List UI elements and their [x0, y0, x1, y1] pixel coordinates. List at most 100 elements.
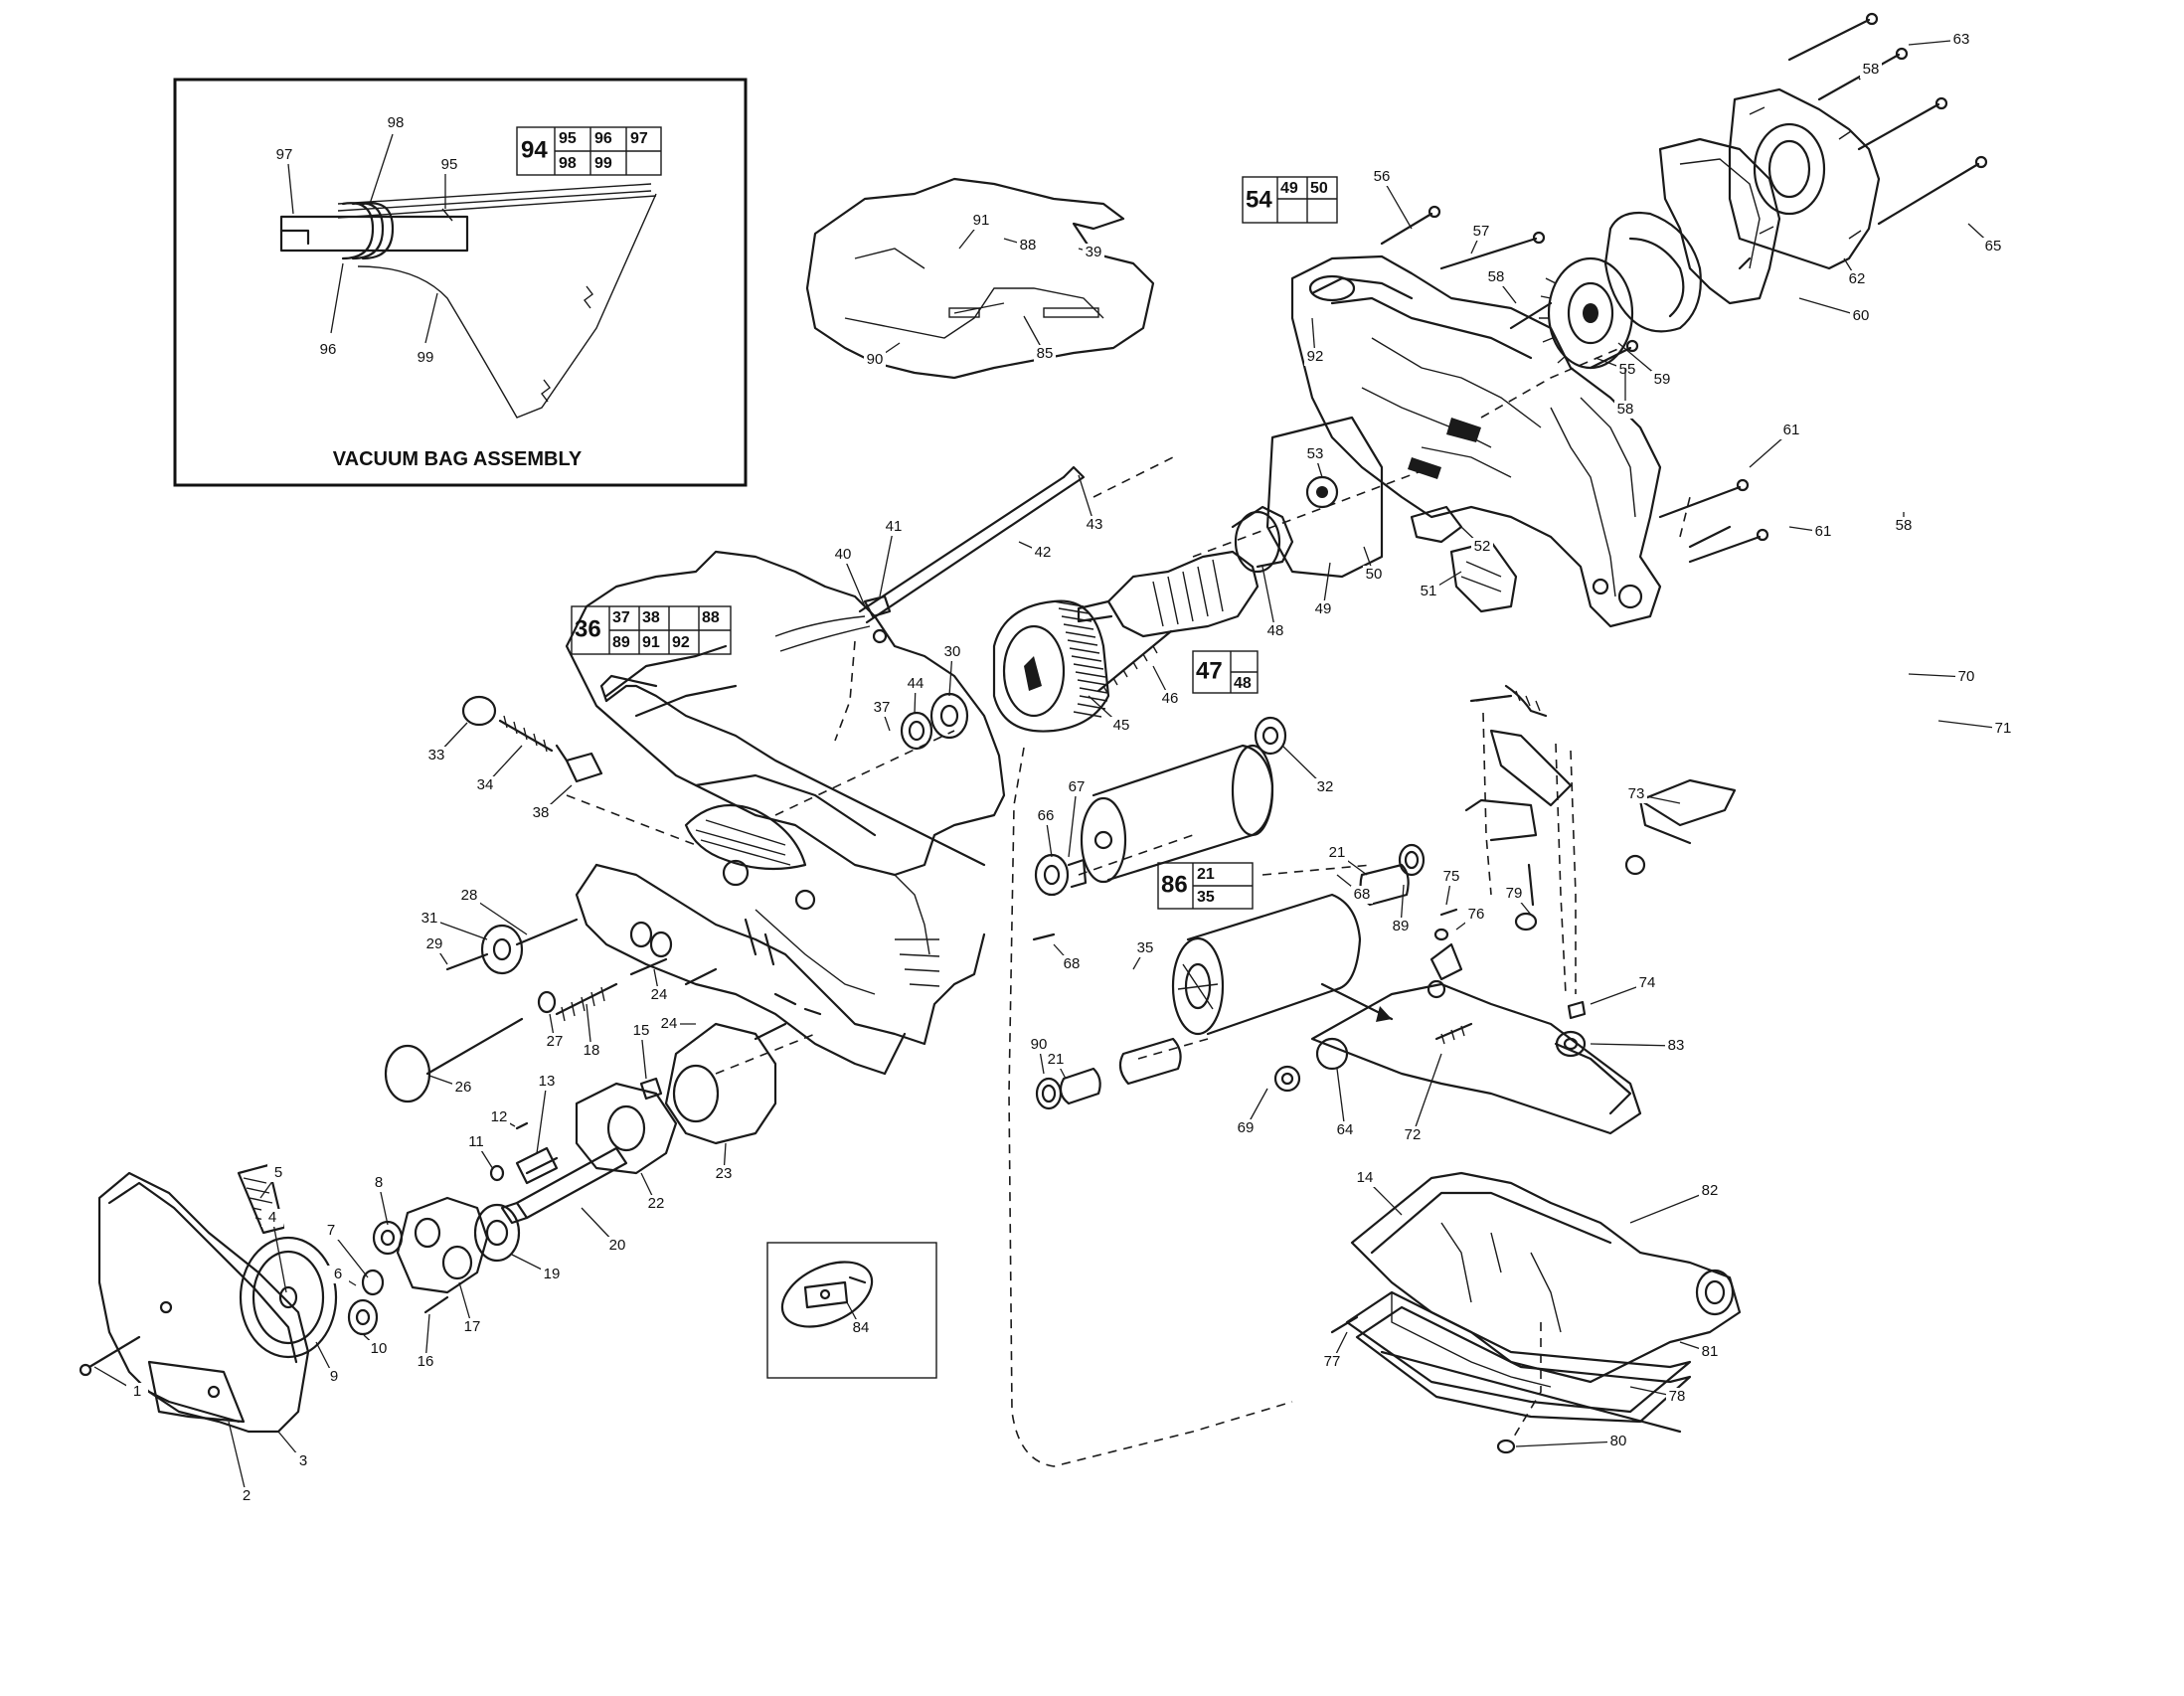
part-label: 21: [1329, 844, 1346, 861]
label-background: [536, 1073, 558, 1091]
label-background: [850, 1319, 872, 1337]
main-housing: [565, 550, 1006, 1076]
part-label: 66: [1038, 807, 1055, 824]
label-background: [541, 1266, 563, 1283]
handle-half-detail: [805, 177, 1155, 380]
label-background: [1651, 371, 1673, 389]
leader-line: [879, 526, 895, 597]
part-label: 51: [1421, 583, 1437, 599]
label-background: [1418, 583, 1439, 600]
label-background: [1812, 523, 1834, 541]
part-label: 50: [1366, 566, 1383, 583]
label-background: [530, 804, 552, 822]
kit-cell: 50: [1310, 180, 1328, 197]
base-parts: [1330, 863, 1742, 1454]
label-background: [1371, 168, 1393, 186]
part-label: 1: [133, 1383, 141, 1400]
label-background: [1636, 974, 1658, 992]
leader-line: [1590, 1043, 1677, 1047]
part-label: 71: [1995, 720, 2012, 737]
drive-parts: [79, 918, 787, 1434]
part-label: 56: [1374, 168, 1391, 185]
part-label: 65: [1985, 238, 2002, 254]
leader-line: [1068, 786, 1078, 858]
part-label: 74: [1639, 974, 1656, 991]
part-label: 19: [544, 1266, 561, 1282]
cord-and-switch: [774, 465, 1086, 652]
part-label: 42: [1035, 544, 1052, 561]
part-label: 18: [584, 1042, 600, 1059]
leader-line: [1412, 1053, 1442, 1136]
label-background: [630, 1022, 652, 1040]
label-background: [1066, 778, 1088, 796]
part-label: 5: [274, 1164, 282, 1181]
label-background: [1982, 238, 2004, 255]
label-background: [1351, 886, 1373, 904]
kit-cell: 89: [612, 634, 630, 651]
kit-cell: 91: [642, 634, 660, 651]
part-label: 58: [1488, 268, 1505, 285]
part-label: 15: [633, 1022, 650, 1039]
brush-parts: [461, 695, 603, 783]
label-background: [832, 546, 854, 564]
part-label: 44: [908, 675, 924, 692]
label-background: [1666, 1388, 1688, 1406]
label-background: [452, 1079, 474, 1097]
label-background: [1699, 1343, 1721, 1361]
label-background: [648, 986, 670, 1004]
label-background: [368, 1174, 390, 1192]
kit-main-label: 86: [1161, 871, 1188, 898]
label-background: [1893, 517, 1915, 535]
kit-main-label: 47: [1196, 657, 1223, 684]
motor-parts: [900, 416, 1518, 751]
label-background: [1699, 1182, 1721, 1200]
part-label: 81: [1702, 1343, 1719, 1360]
leader-line: [536, 1081, 548, 1154]
part-label: 20: [609, 1237, 626, 1254]
kit-cell: 38: [642, 609, 660, 626]
part-label: 4: [268, 1209, 276, 1226]
label-background: [1110, 717, 1132, 735]
part-label: 6: [334, 1266, 342, 1282]
part-label: 89: [1393, 918, 1410, 934]
part-label: 62: [1849, 270, 1866, 287]
label-background: [1083, 244, 1104, 261]
part-label: 29: [426, 935, 443, 952]
gearcase-housing: [1290, 254, 1662, 628]
part-label: 84: [853, 1319, 870, 1336]
label-background: [1607, 1433, 1629, 1450]
label-background: [883, 518, 905, 536]
label-background: [1264, 622, 1286, 640]
part-label: 21: [1048, 1051, 1065, 1068]
label-background: [1326, 844, 1348, 862]
part-label: 80: [1610, 1433, 1627, 1449]
label-background: [1850, 307, 1872, 325]
part-label: 11: [468, 1133, 484, 1150]
tracking-parts: [1273, 684, 1737, 1135]
label-background: [488, 1108, 510, 1126]
label-background: [1321, 1353, 1343, 1371]
part-label: 57: [1473, 223, 1490, 240]
part-label: 61: [1815, 523, 1832, 540]
part-label: 73: [1628, 785, 1645, 802]
label-background: [474, 776, 496, 794]
label-background: [1035, 807, 1057, 825]
label-background: [368, 1340, 390, 1358]
part-label: 75: [1443, 868, 1460, 885]
part-label: 55: [1619, 361, 1636, 378]
label-background: [1334, 1121, 1356, 1139]
label-background: [1235, 1119, 1257, 1137]
part-label: 79: [1506, 885, 1523, 902]
label-background: [1503, 885, 1525, 903]
part-label: 95: [441, 156, 458, 173]
assembly-lines: [566, 347, 1691, 1467]
part-label: 22: [648, 1195, 665, 1212]
label-background: [267, 1164, 289, 1182]
part-label: 31: [421, 910, 438, 927]
part-label: 68: [1064, 955, 1081, 972]
label-background: [1846, 270, 1868, 288]
part-label: 97: [276, 146, 293, 163]
label-background: [1363, 566, 1385, 584]
part-label: 98: [388, 114, 405, 131]
part-label: 12: [491, 1108, 508, 1125]
